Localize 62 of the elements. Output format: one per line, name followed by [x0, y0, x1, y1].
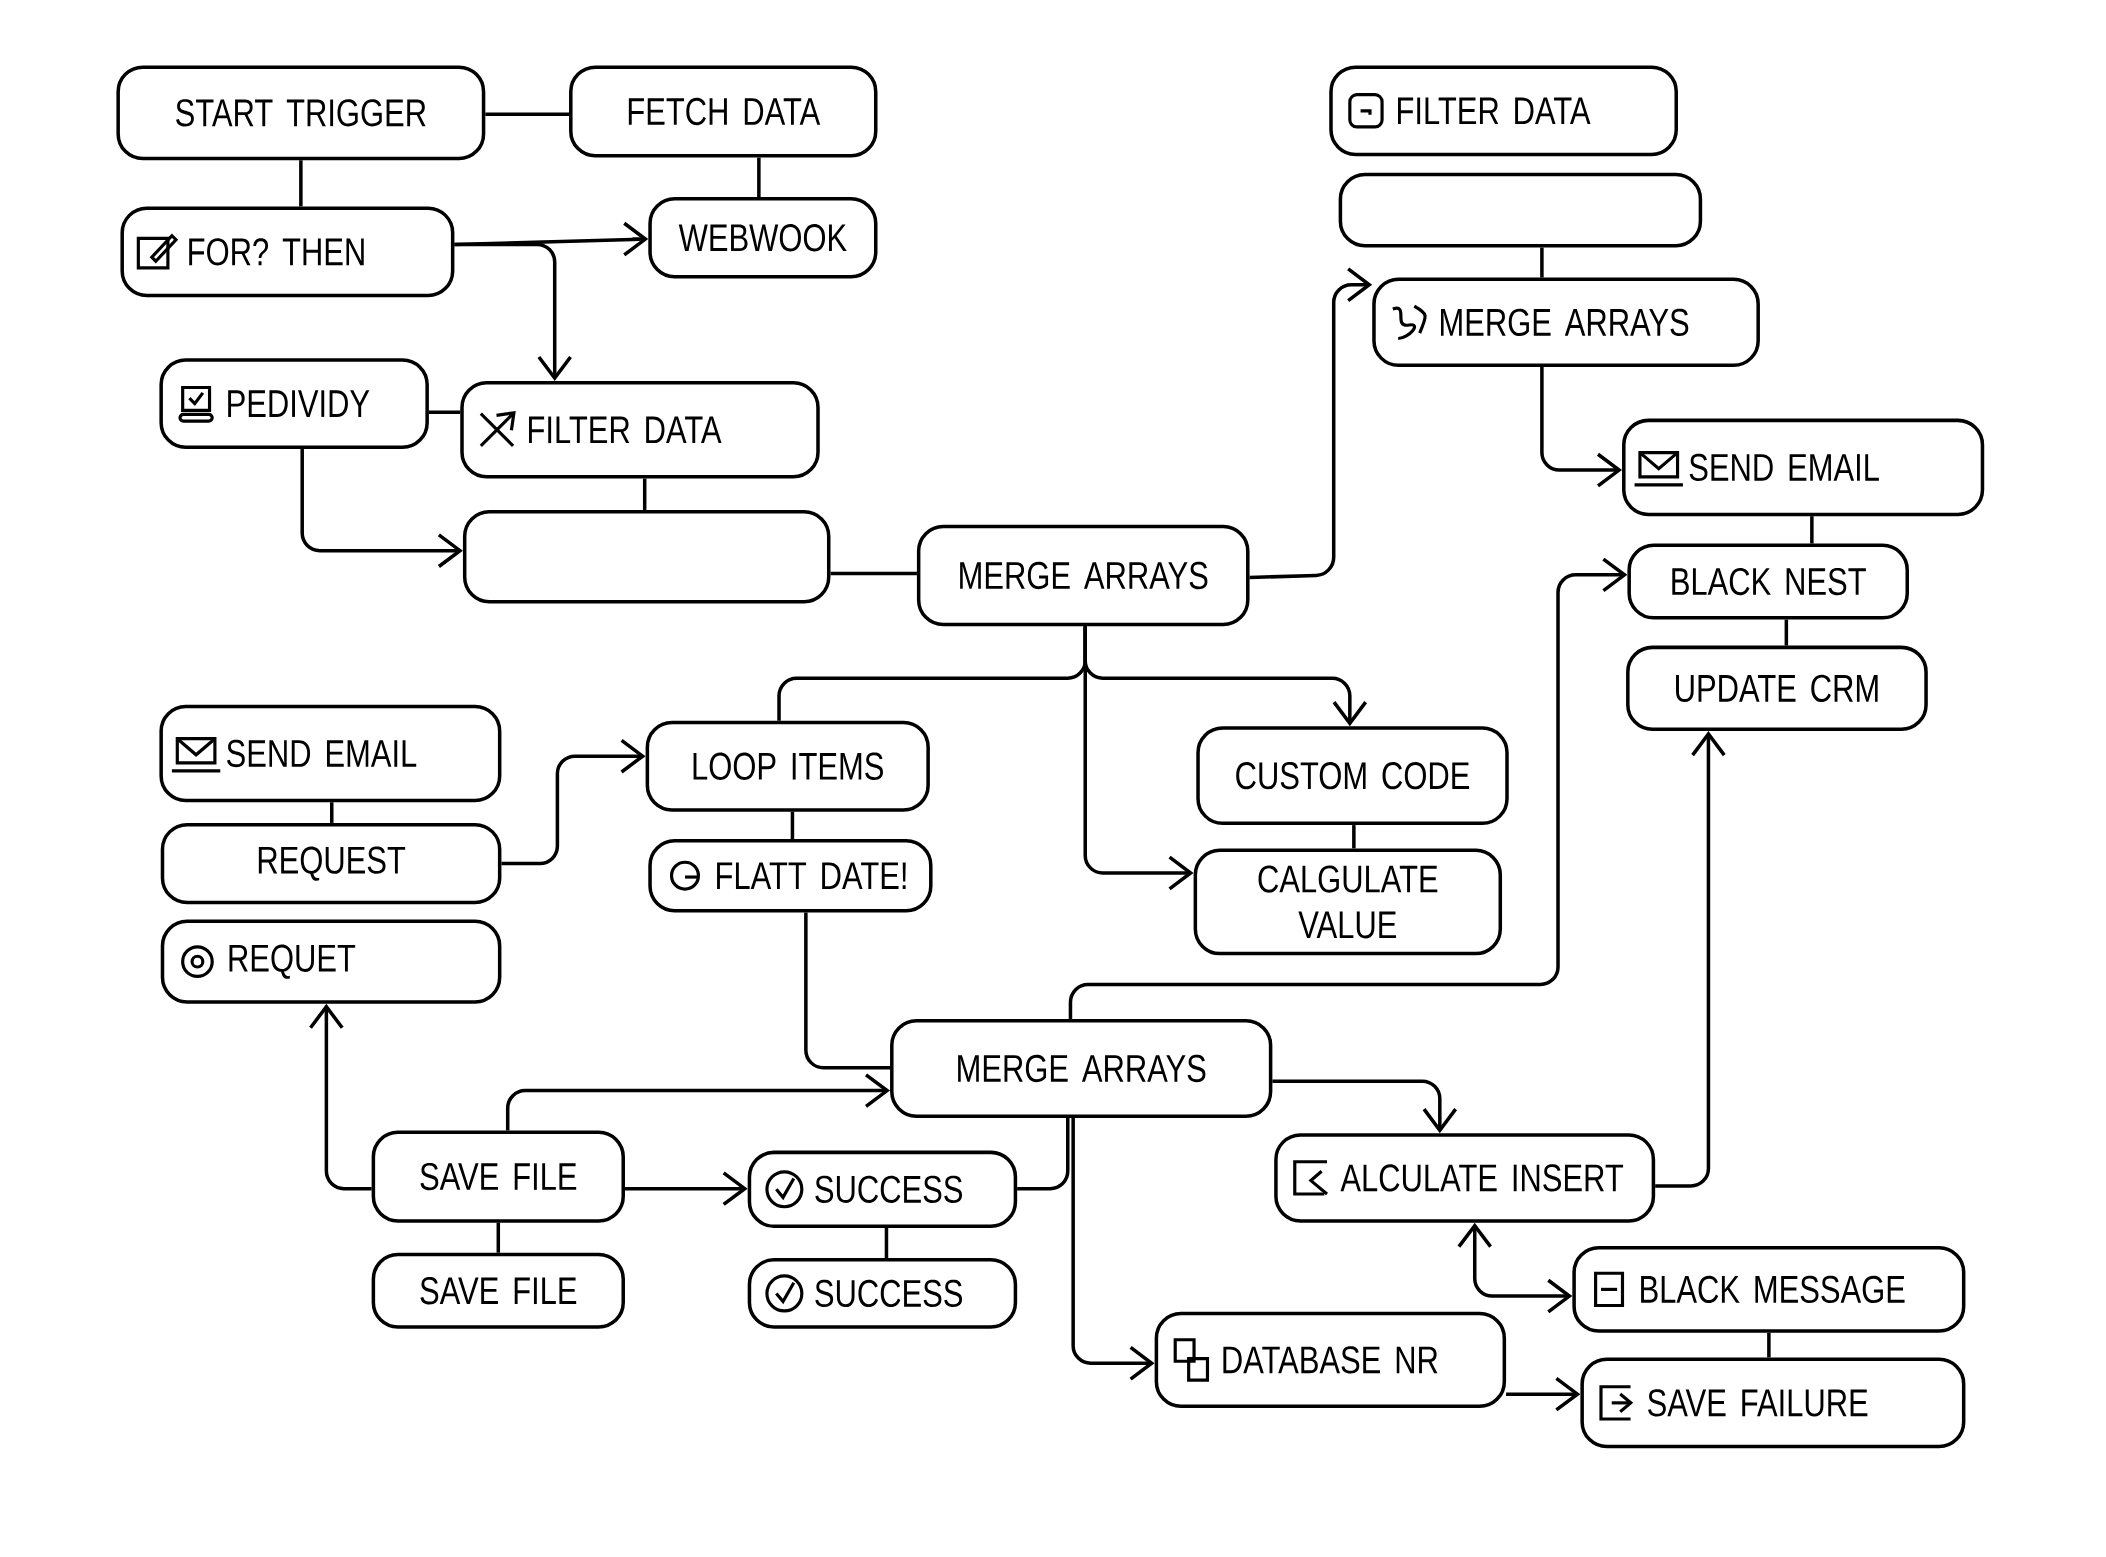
process-box: DATABASE NR	[1154, 1311, 1507, 1409]
arrow	[1506, 1377, 1581, 1412]
arrow	[501, 739, 646, 866]
process-box: MERGE ARRAYS	[890, 1019, 1273, 1119]
process-box: FETCH DATA	[569, 65, 878, 158]
process-box: CUSTOM CODE	[1196, 726, 1509, 826]
process-box: FOR? THEN	[120, 206, 455, 298]
process-box: FILTER DATA	[1329, 65, 1678, 157]
connector-line	[330, 802, 334, 824]
process-box: PEDIVIDY	[159, 358, 429, 450]
process-box: SUCCESS	[747, 1258, 1018, 1329]
arrow	[1249, 267, 1373, 580]
connector-line	[830, 571, 917, 576]
process-box: START TRIGGER	[116, 65, 486, 161]
arrow	[300, 449, 463, 569]
connector-line	[642, 478, 647, 511]
connector-line	[485, 112, 570, 117]
connector-line	[757, 157, 761, 198]
arrow	[505, 1073, 891, 1131]
process-box: WEBWOOK	[648, 197, 878, 279]
connector-line	[299, 160, 303, 207]
process-box	[1338, 173, 1703, 248]
process-box	[462, 510, 831, 604]
process-box: UPDATE CRM	[1626, 645, 1928, 732]
arrow	[1071, 1118, 1155, 1381]
process-box: ALCULATE INSERT	[1274, 1133, 1656, 1223]
arrow	[1272, 1079, 1458, 1134]
connector-line	[428, 410, 461, 415]
process-box: REQUET	[160, 919, 502, 1004]
arrow	[1655, 731, 1726, 1188]
process-box: BLACK MESSAGE	[1572, 1246, 1966, 1333]
process-box: FLATT DATE!	[648, 839, 933, 913]
connector-line	[1767, 1332, 1771, 1358]
process-box: REQUEST	[160, 823, 502, 905]
connector-line	[496, 1222, 501, 1253]
connector-line	[884, 1228, 889, 1259]
process-box: CALGULATE VALUE	[1193, 848, 1503, 956]
connector-line	[1784, 619, 1789, 646]
connector-line	[1017, 1118, 1070, 1191]
arrow	[1068, 557, 1628, 1020]
process-box: MERGE ARRAYS	[1372, 277, 1760, 368]
process-box: SAVE FILE	[371, 1130, 625, 1223]
arrow	[454, 242, 572, 382]
process-box: LOOP ITEMS	[645, 721, 930, 812]
arrow	[1457, 1222, 1573, 1314]
arrow	[1083, 626, 1194, 891]
connector-line	[1810, 516, 1814, 544]
process-box: SAVE FAILURE	[1580, 1357, 1966, 1449]
connector-line	[1352, 825, 1356, 849]
process-box: SUCCESS	[747, 1150, 1018, 1229]
process-box: SEND EMAIL	[1622, 418, 1985, 517]
process-box: MERGE ARRAYS	[916, 524, 1250, 627]
arrow	[309, 1003, 372, 1191]
connector-line	[790, 811, 795, 840]
process-box: SAVE FILE	[371, 1252, 625, 1329]
process-box: SEND EMAIL	[159, 704, 502, 803]
arrow	[625, 1171, 748, 1207]
process-box: FILTER DATA	[460, 381, 820, 479]
connector-line	[1540, 247, 1544, 278]
arrow	[1540, 367, 1623, 488]
process-box: BLACK NEST	[1627, 543, 1909, 620]
connector-line	[804, 912, 891, 1070]
